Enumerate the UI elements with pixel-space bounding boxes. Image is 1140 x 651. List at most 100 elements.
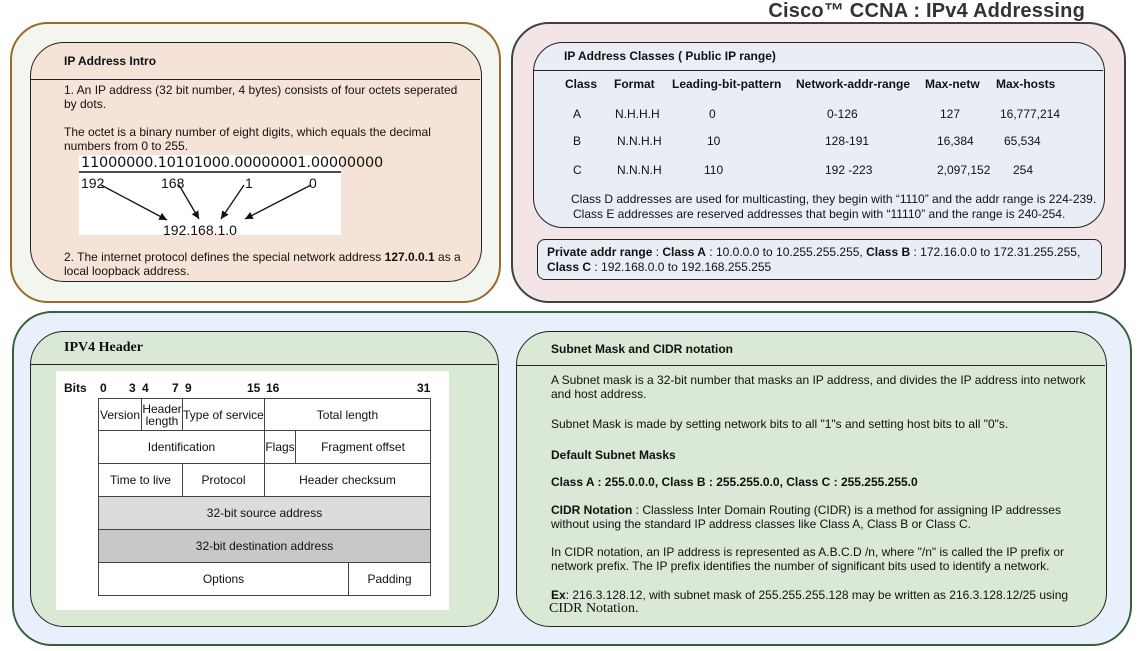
intro-paragraph-1: 1. An IP address (32 bit number, 4 bytes…	[64, 83, 458, 111]
bit-16: 16	[266, 381, 280, 395]
default-masks: Class A : 255.0.0.0, Class B : 255.255.0…	[551, 475, 918, 489]
col-leading-bit: Leading-bit-pattern	[672, 77, 782, 91]
col-max-netw: Max-netw	[925, 77, 980, 91]
row-c-max-hosts: 254	[1013, 163, 1034, 177]
arrow-2	[178, 184, 200, 220]
row-a-max-hosts: 16,777,214	[1000, 107, 1061, 121]
subnet-card	[516, 331, 1107, 627]
private-class-a-label: Class A	[662, 245, 706, 259]
bits-label: Bits	[64, 381, 87, 395]
octet-diagram-svg	[79, 171, 341, 221]
private-class-c-label: Class C	[547, 260, 592, 274]
table-row: B N.N.H.H 10 128-191 16,384 65,534	[0, 134, 1140, 150]
subnet-paragraph-4: In CIDR notation, an IP address is repre…	[551, 545, 1064, 573]
col-max-hosts: Max-hosts	[996, 77, 1056, 91]
field-padding: Padding	[348, 562, 431, 596]
private-range-text: Private addr range : Class A : 10.0.0.0 …	[547, 245, 1081, 274]
intro-paragraph-3: 2. The internet protocol defines the spe…	[64, 250, 464, 278]
field-destination-address: 32-bit destination address	[98, 529, 431, 563]
row-c-range: 192 -223	[825, 163, 873, 177]
row-c-max-netw: 2,097,152	[937, 163, 991, 177]
bit-0: 0	[100, 381, 107, 395]
row-b-class: B	[573, 134, 582, 148]
row-c-leading: 110	[704, 163, 724, 177]
default-masks-heading: Default Subnet Masks	[551, 448, 676, 462]
ipv4-header-diagram: Bits 0 3 4 7 9 15 16 31 Version Header l…	[56, 371, 449, 610]
col-network-range: Network-addr-range	[796, 77, 911, 91]
classes-heading: IP Address Classes ( Public IP range)	[564, 49, 776, 63]
arrow-1	[100, 184, 168, 221]
private-label: Private addr range	[547, 245, 653, 259]
row-a-format: N.H.H.H	[615, 107, 660, 121]
cidr-label: CIDR Notation	[551, 503, 633, 517]
octet-3: 1	[245, 175, 253, 191]
field-flags: Flags	[264, 430, 296, 464]
dotted-address: 192.168.1.0	[163, 222, 237, 238]
bit-4: 4	[142, 381, 149, 395]
page-title: Cisco™ CCNA : IPv4 Addressing	[768, 0, 1085, 22]
field-type-of-service: Type of service	[182, 398, 265, 431]
binary-address: 11000000.10101000.00000001.00000000	[81, 155, 384, 171]
row-c-format: N.N.N.H	[617, 163, 662, 177]
row-b-max-netw: 16,384	[937, 134, 974, 148]
field-protocol: Protocol	[182, 463, 265, 497]
bit-31: 31	[417, 381, 431, 395]
row-b-max-hosts: 65,534	[1004, 134, 1041, 148]
private-class-a-range: : 10.0.0.0 to 10.255.255.255,	[705, 245, 867, 259]
octet-diagram: 11000000.10101000.00000001.00000000 192 …	[79, 155, 383, 238]
row-a-range: 0-126	[827, 107, 858, 121]
table-row: A N.H.H.H 0 0-126 127 16,777,214	[0, 107, 1140, 123]
table-row: C N.N.N.H 110 192 -223 2,097,152 254	[0, 163, 1140, 179]
field-version: Version	[98, 398, 142, 431]
loopback-address: 127.0.0.1	[384, 250, 435, 264]
loopback-prefix: 2. The internet protocol defines the spe…	[64, 250, 385, 264]
field-header-checksum: Header checksum	[264, 463, 431, 497]
row-c-class: C	[573, 163, 582, 177]
private-class-b-label: Class B	[866, 245, 911, 259]
classes-card	[533, 42, 1105, 228]
cidr-text: : Classless Inter Domain Routing (CIDR) …	[551, 503, 1061, 531]
field-header-length: Header length	[141, 398, 183, 431]
arrow-4	[244, 184, 312, 220]
arrow-3	[220, 184, 245, 220]
classes-divider	[534, 70, 1103, 71]
field-options: Options	[98, 562, 349, 596]
intro-heading: IP Address Intro	[64, 54, 157, 68]
class-e-note: Class E addresses are reserved addresses…	[573, 207, 1066, 221]
col-format: Format	[614, 77, 655, 91]
subnet-heading: Subnet Mask and CIDR notation	[551, 342, 734, 356]
octet-4: 0	[309, 175, 317, 191]
field-source-address: 32-bit source address	[98, 496, 431, 530]
subnet-divider	[517, 365, 1105, 366]
subnet-paragraph-2: Subnet Mask is made by setting network b…	[551, 417, 1009, 431]
private-class-c-range: : 192.168.0.0 to 192.168.255.255	[591, 260, 772, 274]
field-fragment-offset: Fragment offset	[295, 430, 431, 464]
row-b-range: 128-191	[825, 134, 870, 148]
row-a-max-netw: 127	[940, 107, 961, 121]
col-class: Class	[565, 77, 598, 91]
bit-15: 15	[247, 381, 261, 395]
row-b-leading: 10	[707, 134, 721, 148]
cidr-paragraph: CIDR Notation : Classless Inter Domain R…	[551, 503, 1091, 531]
bit-3: 3	[129, 381, 136, 395]
example-tail: CIDR Notation.	[549, 601, 639, 616]
row-b-format: N.N.H.H	[617, 134, 662, 148]
row-a-leading: 0	[709, 107, 716, 121]
ipv4-divider	[31, 364, 497, 365]
bit-7: 7	[172, 381, 179, 395]
ipv4-header-heading: IPV4 Header	[64, 340, 143, 355]
private-range-box	[537, 239, 1102, 280]
octet-2: 168	[161, 175, 185, 191]
intro-divider	[31, 79, 480, 80]
example-label: Ex	[551, 588, 566, 602]
subnet-paragraph-1: A Subnet mask is a 32-bit number that ma…	[551, 373, 1086, 401]
row-a-class: A	[573, 107, 582, 121]
example-text: : 216.3.128.12, with subnet mask of 255.…	[565, 588, 1069, 602]
field-total-length: Total length	[264, 398, 431, 431]
private-class-b-range: : 172.16.0.0 to 172.31.255.255,	[910, 245, 1081, 259]
field-time-to-live: Time to live	[98, 463, 183, 497]
class-d-note: Class D addresses are used for multicast…	[571, 192, 1097, 206]
intro-paragraph-2: The octet is a binary number of eight di…	[64, 125, 431, 153]
field-identification: Identification	[98, 430, 265, 464]
bit-9: 9	[185, 381, 192, 395]
